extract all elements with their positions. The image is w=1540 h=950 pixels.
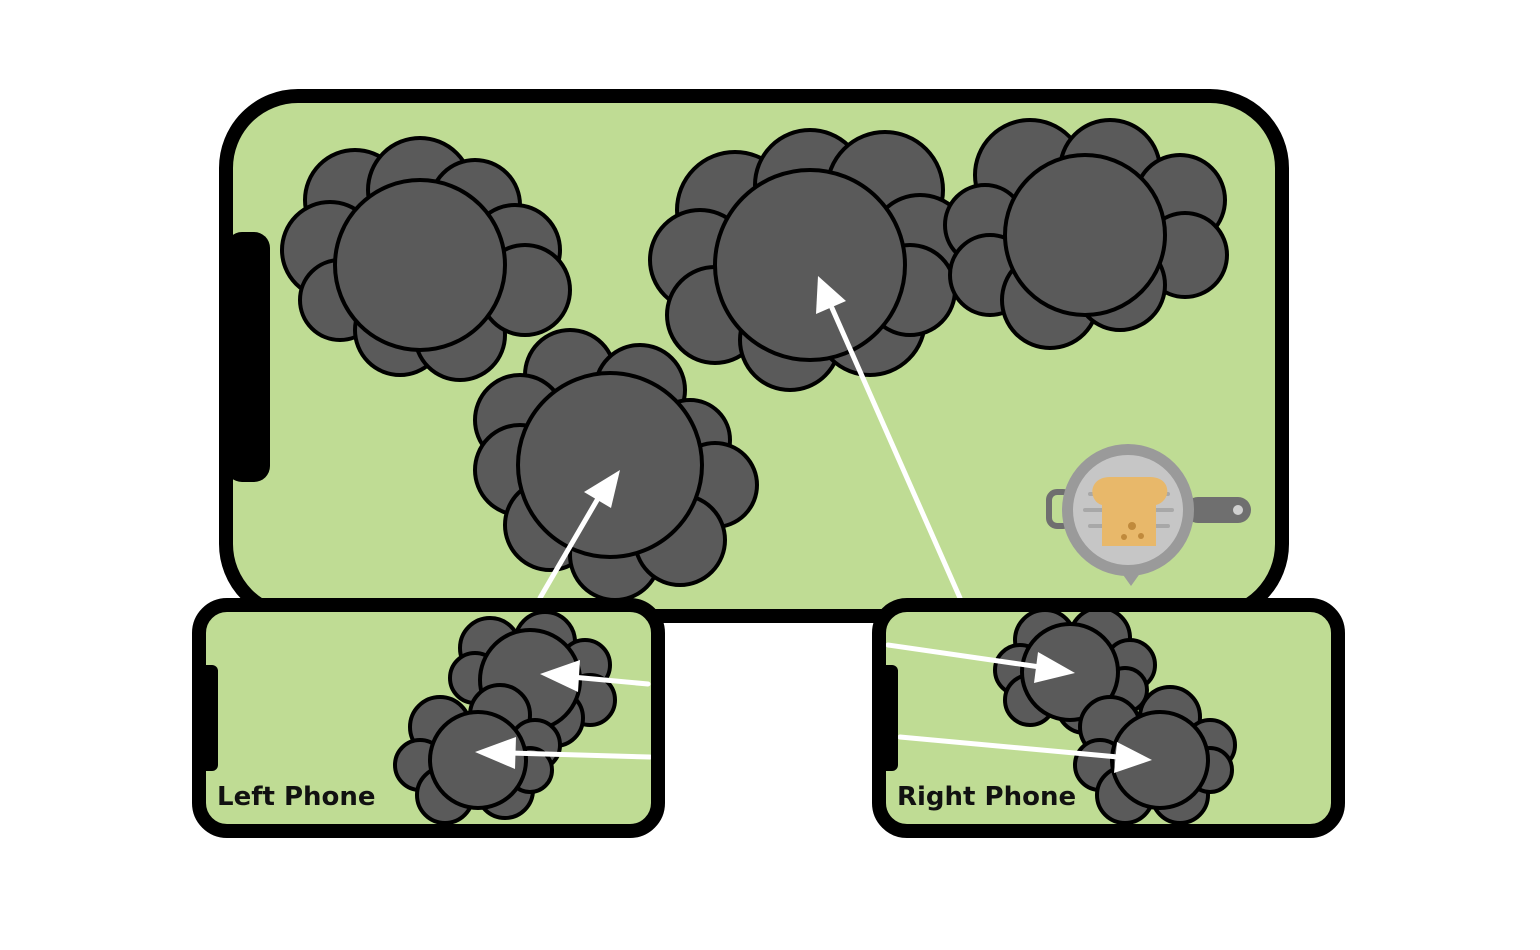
arrow-left-to-big — [537, 470, 620, 601]
left-phone: Left Phone — [192, 598, 665, 838]
storm-cloud — [393, 683, 562, 825]
right-phone-label: Right Phone — [897, 782, 1076, 812]
arrow-left-phone-2 — [475, 737, 653, 769]
storm-cloud — [448, 610, 617, 748]
right-phone: Right Phone — [872, 598, 1345, 838]
storm-cloud — [280, 136, 572, 382]
storm-cloud — [648, 128, 972, 392]
big-phone-content — [280, 118, 1251, 602]
arrow-right-phone-2 — [897, 734, 1152, 773]
toast-in-pan-icon — [1046, 444, 1251, 586]
storm-cloud — [1073, 685, 1237, 825]
notch-icon — [199, 665, 218, 771]
storm-cloud — [473, 328, 759, 602]
notch-icon — [226, 232, 270, 482]
big-phone — [219, 89, 1289, 623]
arrow-right-phone-1 — [885, 642, 1075, 683]
arrow-right-to-big — [816, 276, 963, 601]
arrow-left-phone-1 — [540, 660, 651, 692]
storm-cloud — [943, 118, 1229, 350]
notch-icon — [879, 665, 898, 771]
left-phone-content — [393, 610, 653, 825]
right-phone-content — [885, 606, 1237, 825]
left-phone-label: Left Phone — [217, 782, 376, 812]
